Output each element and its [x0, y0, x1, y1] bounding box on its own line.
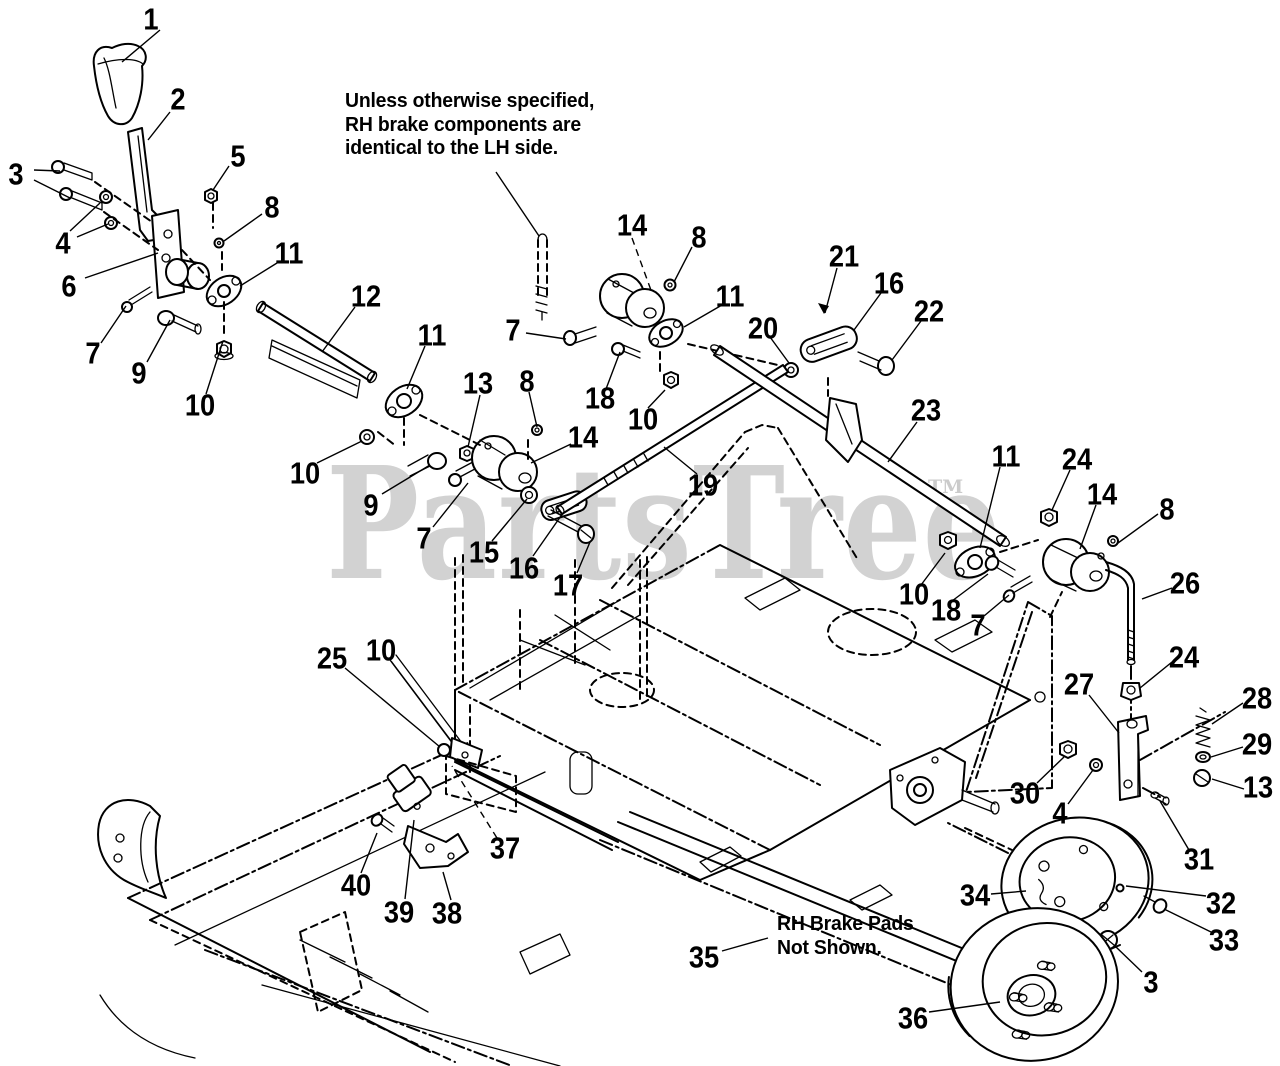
note-brake-pads: RH Brake Pads Not Shown. — [777, 913, 914, 959]
mid-pivot-group — [359, 383, 595, 544]
handle-grip-part-1 — [92, 42, 147, 126]
brake-drum-part-36 — [947, 907, 1119, 1062]
center-pivot-group — [563, 273, 783, 389]
clevis-group — [783, 325, 895, 397]
right-pivot-group — [939, 508, 1119, 603]
lever-assembly — [51, 42, 243, 361]
note-rh-brake: Unless otherwise specified, RH brake com… — [345, 90, 595, 159]
actuator-group — [370, 654, 517, 869]
j-rod-group — [1059, 561, 1226, 806]
leader-lines — [33, 29, 1245, 1013]
chassis-frame — [97, 424, 1121, 1066]
rod-part-19 — [555, 364, 789, 516]
rod-part-12 — [255, 300, 378, 399]
rod-part-23 — [710, 344, 1010, 548]
note-pin — [535, 233, 548, 321]
